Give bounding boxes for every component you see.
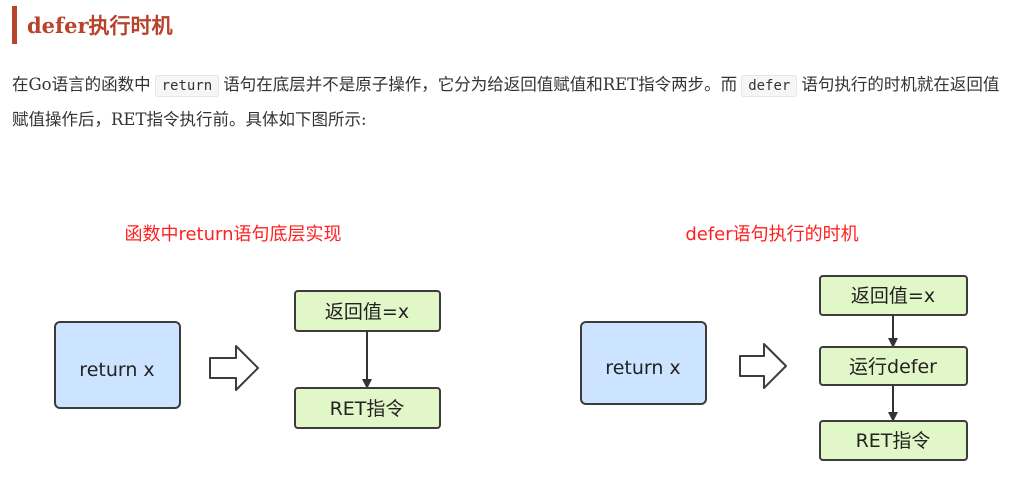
right-source-box-shape — [580, 321, 707, 405]
right-step-box-ret-label: RET指令 — [856, 430, 931, 452]
left-diagram-caption: 函数中return语句底层实现 — [124, 224, 341, 245]
left-step-box-ret-shape — [294, 387, 441, 429]
left-step-box-ret-label: RET指令 — [330, 398, 405, 420]
paragraph-text-2: 语句在底层并不是原子操作，它分为给返回值赋值和RET指令两步。而 — [223, 75, 738, 94]
left-diagram: 函数中return语句底层实现 return x 返回值=x RET指令 — [54, 224, 441, 429]
right-step-box-defer: 运行defer — [819, 346, 968, 386]
right-step-box-assign: 返回值=x — [819, 275, 968, 316]
right-source-box: return x — [580, 321, 707, 405]
right-step-box-defer-label: 运行defer — [849, 356, 937, 378]
section-heading: defer执行时机 — [12, 6, 173, 44]
paragraph-text-1: 在Go语言的函数中 — [12, 75, 151, 94]
right-step-box-ret-shape — [819, 420, 968, 461]
section-heading-text: defer执行时机 — [27, 13, 173, 38]
inline-code-return: return — [154, 75, 220, 97]
inline-code-defer: defer — [741, 75, 798, 97]
left-hollow-arrow-icon — [209, 345, 259, 391]
left-step-box-ret: RET指令 — [294, 387, 441, 429]
right-diagram-caption: defer语句执行的时机 — [685, 224, 858, 245]
left-source-box-shape — [54, 321, 181, 409]
right-diagram: defer语句执行的时机 return x 返回值=x 运行defer RET指… — [580, 224, 968, 461]
left-source-box-label: return x — [79, 359, 154, 381]
right-source-box-label: return x — [605, 357, 680, 379]
left-source-box: return x — [54, 321, 181, 409]
paragraph-text-3: 语句执行的时机就在返回值赋值操作后，RET指令执行前。具体如下图所示: — [12, 75, 1000, 129]
left-step-box-assign-label: 返回值=x — [325, 301, 409, 323]
right-step-box-ret: RET指令 — [819, 420, 968, 461]
right-hollow-arrow-icon — [739, 343, 787, 389]
right-step-box-assign-label: 返回值=x — [851, 285, 935, 307]
left-step-box-assign: 返回值=x — [294, 290, 441, 332]
